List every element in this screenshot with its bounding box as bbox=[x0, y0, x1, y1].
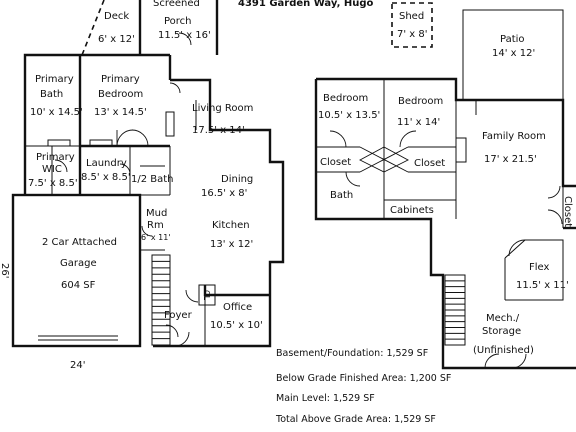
primary-bath-label: Primary bbox=[35, 74, 74, 85]
stat-below-grade: Below Grade Finished Area: 1,200 SF bbox=[276, 373, 451, 384]
living-room-label: Living Room bbox=[192, 103, 253, 114]
foyer-label: Foyer bbox=[164, 310, 193, 321]
closet-2-label: Closet bbox=[414, 158, 445, 169]
primary-wic-size: 7.5' x 8.5' bbox=[28, 178, 78, 189]
dining-label: Dining bbox=[221, 174, 253, 185]
patio-size: 14' x 12' bbox=[492, 48, 535, 59]
shed-label: Shed bbox=[399, 11, 424, 22]
kitchen-label: Kitchen bbox=[212, 220, 250, 231]
flex-size: 11.5' x 11' bbox=[516, 280, 569, 291]
shed-size: 7' x 8' bbox=[397, 29, 428, 40]
stairs-main bbox=[151, 254, 171, 346]
porch-label: Screened bbox=[153, 0, 200, 9]
mud-room-label: Mud bbox=[146, 208, 167, 219]
laundry-label: Laundry bbox=[86, 158, 127, 169]
stat-total-above: Total Above Grade Area: 1,529 SF bbox=[275, 414, 436, 425]
office-label: Office bbox=[223, 302, 252, 313]
main-level bbox=[11, 0, 285, 348]
address-title: 4391 Garden Way, Hugo bbox=[238, 0, 374, 9]
stat-basement: Basement/Foundation: 1,529 SF bbox=[276, 348, 428, 359]
closet-1-label: Closet bbox=[320, 157, 351, 168]
mud-room-label-2: Rm bbox=[147, 220, 164, 231]
porch-size: 11.5' x 16' bbox=[158, 30, 211, 41]
primary-bedroom-label: Primary bbox=[101, 74, 140, 85]
stairs-lower bbox=[444, 274, 466, 346]
primary-bath-size: 10' x 14.5' bbox=[30, 107, 83, 118]
half-bath-label: 1/2 Bath bbox=[131, 174, 174, 185]
primary-bath-label-2: Bath bbox=[40, 89, 63, 100]
garage-size: 604 SF bbox=[61, 280, 96, 291]
flex-label: Flex bbox=[529, 262, 550, 273]
garage-label: 2 Car Attached bbox=[42, 237, 117, 248]
bedroom-2-label: Bedroom bbox=[398, 96, 443, 107]
dining-size: 16.5' x 8' bbox=[201, 188, 247, 199]
area-stats: Basement/Foundation: 1,529 SF Below Grad… bbox=[275, 348, 451, 425]
patio-label: Patio bbox=[500, 34, 525, 45]
mech-storage-label: Mech./ bbox=[486, 313, 520, 324]
garage-depth-label: 26' bbox=[0, 263, 10, 278]
deck-label: Deck bbox=[104, 11, 129, 22]
living-room-size: 17.5' x 14' bbox=[192, 125, 245, 136]
family-room-size: 17' x 21.5' bbox=[484, 154, 537, 165]
mech-storage-label-2: Storage bbox=[482, 326, 521, 337]
primary-wic-label: Primary bbox=[36, 152, 75, 163]
garage-label-2: Garage bbox=[60, 258, 97, 269]
cabinets-label: Cabinets bbox=[390, 205, 434, 216]
stat-main-level: Main Level: 1,529 SF bbox=[276, 393, 375, 404]
primary-bedroom-label-2: Bedroom bbox=[98, 89, 143, 100]
primary-wic-label-2: WIC bbox=[42, 164, 62, 175]
bedroom-1-size: 10.5' x 13.5' bbox=[318, 110, 380, 121]
bath-label: Bath bbox=[330, 190, 353, 201]
kitchen-size: 13' x 12' bbox=[210, 239, 253, 250]
office-size: 10.5' x 10' bbox=[210, 320, 263, 331]
laundry-size: 8.5' x 8.5' bbox=[81, 172, 131, 183]
closet-3-label: Closet bbox=[562, 196, 573, 227]
primary-bedroom-size: 13' x 14.5' bbox=[94, 107, 147, 118]
mud-room-size: 6' x 11' bbox=[141, 233, 171, 242]
bedroom-2-size: 11' x 14' bbox=[397, 117, 440, 128]
deck-size: 6' x 12' bbox=[98, 34, 135, 45]
family-room-label: Family Room bbox=[482, 131, 546, 142]
mech-storage-label-3: (Unfinished) bbox=[473, 345, 534, 356]
porch-label-2: Porch bbox=[164, 16, 192, 27]
closet-cl-label: CL bbox=[202, 290, 211, 301]
garage-width-label: 24' bbox=[70, 360, 85, 371]
bedroom-1-label: Bedroom bbox=[323, 93, 368, 104]
lower-level bbox=[314, 2, 576, 370]
